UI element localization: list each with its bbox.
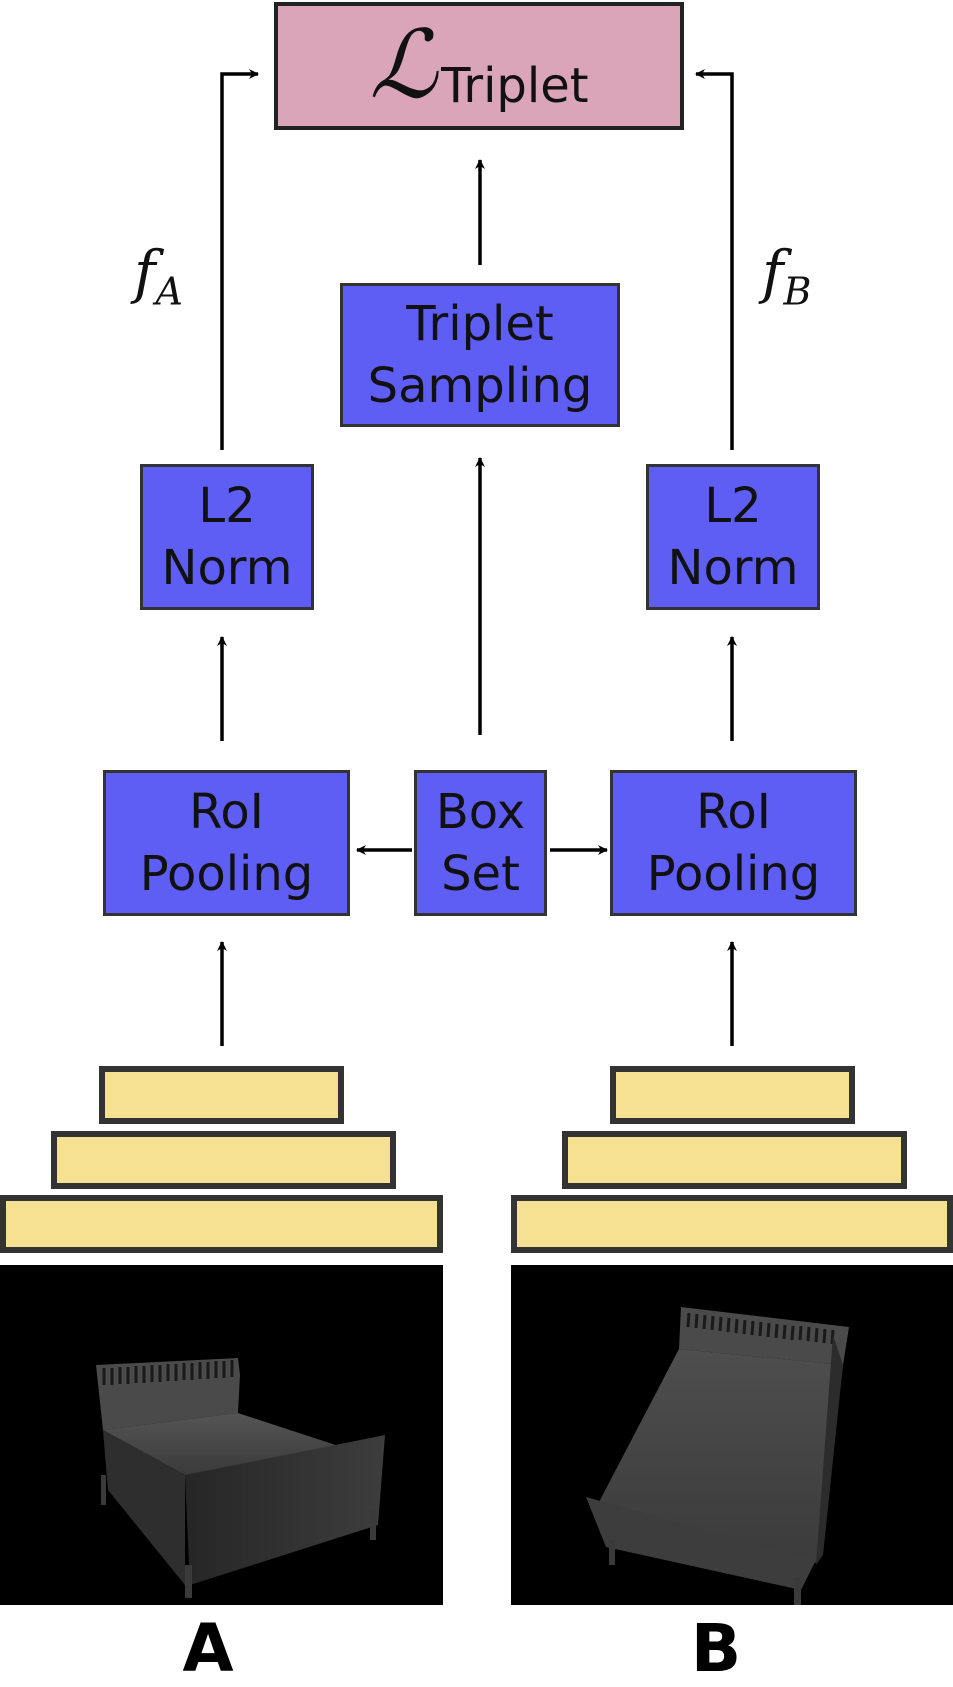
arrow-l2-b-to-loss bbox=[695, 69, 734, 450]
feature-label-b: fB bbox=[762, 238, 812, 314]
triplet-sampling-line1: Triplet bbox=[406, 295, 554, 352]
bed-render-a bbox=[96, 1358, 385, 1598]
input-image-a bbox=[0, 1265, 443, 1605]
bed-render-b bbox=[586, 1307, 849, 1605]
feature-label-a: fA bbox=[134, 238, 183, 314]
roi-pooling-box-a: RoI Pooling bbox=[103, 770, 350, 916]
roi-pooling-a-line2: Pooling bbox=[139, 846, 314, 902]
backbone-a-layer-1 bbox=[99, 1066, 344, 1124]
roi-pooling-b-line1: RoI bbox=[696, 783, 771, 840]
roi-pooling-a-line1: RoI bbox=[189, 783, 264, 840]
triplet-sampling-box: Triplet Sampling bbox=[340, 283, 620, 427]
loss-symbol: ℒ bbox=[369, 11, 438, 120]
arrow-l2-a-to-loss bbox=[220, 69, 259, 450]
panel-label-a: A bbox=[182, 1610, 234, 1687]
box-set-line2: Set bbox=[441, 846, 520, 902]
l2-norm-b-line2: Norm bbox=[667, 540, 799, 596]
l2-norm-a-line1: L2 bbox=[198, 477, 256, 534]
loss-subscript: Triplet bbox=[441, 58, 589, 114]
backbone-a-layer-3 bbox=[0, 1195, 443, 1253]
triplet-sampling-line2: Sampling bbox=[367, 358, 593, 414]
panel-label-b: B bbox=[690, 1610, 742, 1687]
input-image-b bbox=[511, 1265, 953, 1605]
l2-norm-box-a: L2 Norm bbox=[140, 464, 314, 610]
triplet-loss-box: ℒ Triplet bbox=[274, 2, 684, 130]
roi-pooling-b-line2: Pooling bbox=[646, 846, 821, 902]
l2-norm-box-b: L2 Norm bbox=[646, 464, 820, 610]
roi-pooling-box-b: RoI Pooling bbox=[610, 770, 857, 916]
backbone-b-layer-3 bbox=[511, 1195, 953, 1253]
backbone-b-layer-1 bbox=[610, 1066, 855, 1124]
backbone-b-layer-2 bbox=[562, 1131, 907, 1189]
l2-norm-b-line1: L2 bbox=[704, 477, 762, 534]
l2-norm-a-line2: Norm bbox=[161, 540, 293, 596]
box-set-box: Box Set bbox=[414, 770, 547, 916]
backbone-a-layer-2 bbox=[51, 1131, 396, 1189]
box-set-line1: Box bbox=[435, 783, 526, 840]
